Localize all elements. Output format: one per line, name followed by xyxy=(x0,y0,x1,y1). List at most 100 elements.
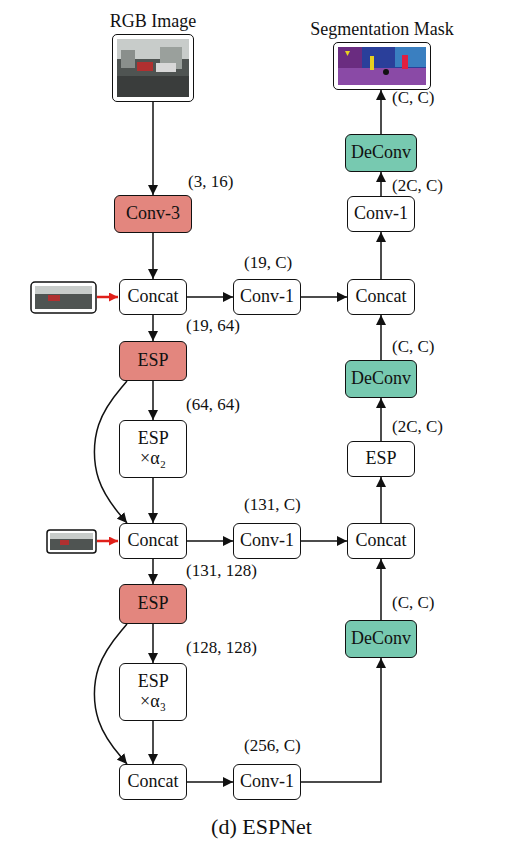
esp-box: ESP xyxy=(347,441,415,477)
conv-box: Conv-1 xyxy=(233,523,301,559)
flow-arrow xyxy=(301,296,347,298)
deconv-box: DeConv xyxy=(345,360,417,398)
mask-region xyxy=(383,69,389,75)
node-label: DeConv xyxy=(351,629,411,649)
node-label: ESP ×α₃ xyxy=(138,672,168,712)
mask-region xyxy=(370,56,374,70)
concat-box: Concat xyxy=(347,523,415,559)
dimension-label: (C, C) xyxy=(392,593,435,613)
mask-region xyxy=(402,55,408,69)
image-box: RGB Image xyxy=(112,34,194,102)
flow-arrow xyxy=(380,172,382,196)
mask-region xyxy=(338,47,426,85)
flow-arrow xyxy=(380,315,382,360)
node-label: Concat xyxy=(128,287,179,307)
flow-arrow xyxy=(152,381,154,420)
thumbnail-picture xyxy=(48,295,60,301)
thumbnail-picture xyxy=(35,286,92,294)
esp-box: ESP ×α₂ xyxy=(119,420,187,478)
concat-box: Concat xyxy=(119,523,187,559)
node-label: ESP ×α₂ xyxy=(138,429,168,469)
dimension-label: (64, 64) xyxy=(186,395,240,415)
mask-region xyxy=(345,51,350,56)
node-label: ESP xyxy=(137,351,168,371)
dimension-label: (128, 128) xyxy=(186,638,257,658)
dimension-label: (131, 128) xyxy=(186,561,257,581)
downsample-arrow xyxy=(97,540,118,543)
flow-arrow xyxy=(152,102,154,195)
node-label: Concat xyxy=(128,531,179,551)
esp-box: ESP xyxy=(119,341,187,381)
node-label: DeConv xyxy=(351,369,411,389)
flow-arrow xyxy=(94,381,127,523)
node-label: Conv-1 xyxy=(240,287,294,307)
node-label: DeConv xyxy=(351,143,411,163)
deconv-box: DeConv xyxy=(345,620,417,658)
dimension-label: (C, C) xyxy=(392,88,435,108)
flow-arrow xyxy=(187,540,233,542)
node-label: Concat xyxy=(356,531,407,551)
thumbnail-frame xyxy=(31,282,96,313)
flow-arrow xyxy=(152,721,154,764)
node-label: Concat xyxy=(356,287,407,307)
dimension-label: (19, C) xyxy=(244,253,292,273)
thumbnail-picture xyxy=(50,533,93,550)
mask-region xyxy=(395,47,426,67)
image-road xyxy=(117,76,189,97)
input-thumbnail xyxy=(31,282,118,313)
flow-arrow xyxy=(94,624,127,764)
flow-arrow xyxy=(152,559,154,584)
image-box: Segmentation Mask xyxy=(333,42,431,90)
thumbnail-frame xyxy=(47,530,96,553)
input-thumbnail xyxy=(47,530,118,553)
image-ground xyxy=(117,39,189,97)
flow-arrow xyxy=(380,559,382,620)
flow-arrow xyxy=(380,90,382,134)
downsample-arrow xyxy=(97,296,118,299)
thumbnail-picture xyxy=(50,533,93,539)
dimension-label: (256, C) xyxy=(244,736,301,756)
dimension-label: (2C, C) xyxy=(392,417,443,437)
figure-caption: (d) ESPNet xyxy=(0,814,523,840)
node-label: ESP xyxy=(137,594,168,614)
node-label: ESP xyxy=(365,449,396,469)
conv-box: Conv-1 xyxy=(233,279,301,315)
esp-box: ESP ×α₃ xyxy=(119,663,187,721)
dimension-label: (C, C) xyxy=(392,337,435,357)
flow-arrow xyxy=(152,315,154,341)
node-label: Conv-3 xyxy=(126,204,180,224)
rgb-image-picture xyxy=(117,39,189,97)
dimension-label: (2C, C) xyxy=(392,176,443,196)
thumbnail-picture xyxy=(35,286,92,309)
node-label: Conv-1 xyxy=(354,204,408,224)
concat-box: Concat xyxy=(347,279,415,315)
flow-arrow xyxy=(301,540,347,542)
thumbnail-picture xyxy=(60,540,69,545)
flow-arrow xyxy=(152,478,154,523)
flow-arrow xyxy=(152,624,154,663)
image-car xyxy=(156,63,176,72)
conv-box: Conv-3 xyxy=(114,195,192,233)
mask-region xyxy=(338,68,426,85)
esp-box: ESP xyxy=(119,584,187,624)
dimension-label: (131, C) xyxy=(244,495,301,515)
image-car xyxy=(137,62,153,71)
image-heading: RGB Image xyxy=(110,12,196,32)
conv-box: Conv-1 xyxy=(347,196,415,232)
image-building xyxy=(121,50,135,68)
flow-arrow xyxy=(380,232,382,279)
node-label: Conv-1 xyxy=(240,772,294,792)
node-label: Concat xyxy=(128,772,179,792)
dimension-label: (3, 16) xyxy=(188,172,233,192)
concat-box: Concat xyxy=(119,764,187,800)
dimension-label: (19, 64) xyxy=(186,316,240,336)
mask-region xyxy=(338,47,362,71)
flow-arrow xyxy=(301,658,381,782)
conv-box: Conv-1 xyxy=(233,764,301,800)
flow-arrow xyxy=(152,233,154,279)
flow-arrow xyxy=(187,781,233,783)
